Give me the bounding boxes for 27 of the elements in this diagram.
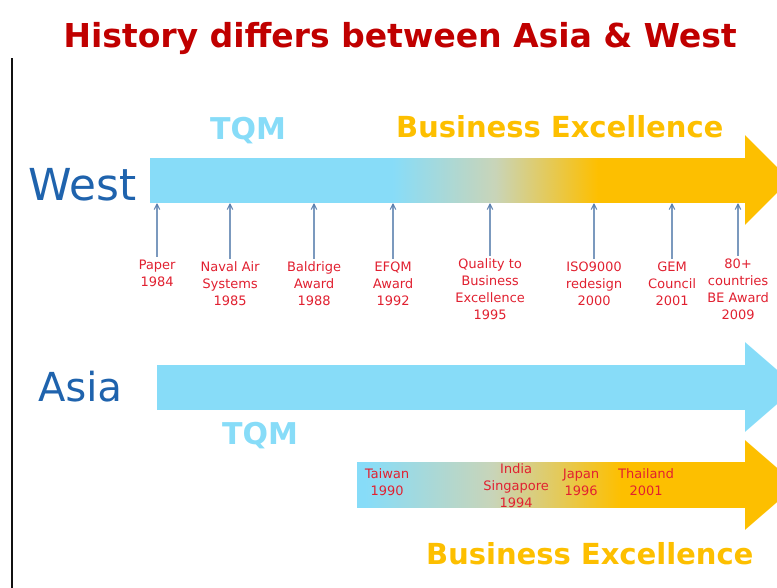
- milestone-label: Naval Air Systems 1985: [193, 260, 267, 311]
- milestone-label: India Singapore 1994: [482, 462, 550, 513]
- milestone-label: Japan 1996: [561, 467, 600, 501]
- section-label: Business Excellence: [396, 113, 724, 142]
- leader-arrow: [226, 203, 234, 259]
- section-label: Business Excellence: [426, 540, 754, 569]
- section-label: West: [28, 164, 136, 208]
- leader-arrow: [390, 203, 396, 259]
- leader-arrow: [310, 203, 318, 259]
- milestone-label: Taiwan 1990: [364, 467, 410, 501]
- leader-arrow: [590, 203, 598, 259]
- milestone-label: GEM Council 2001: [642, 260, 702, 311]
- section-label: TQM: [210, 115, 286, 145]
- leader-arrow: [154, 203, 160, 257]
- milestone-label: EFQM Award 1992: [365, 260, 421, 311]
- leader-arrow: [668, 203, 676, 259]
- leader-arrow: [486, 203, 494, 256]
- leader-arrow: [734, 203, 742, 256]
- section-label: Asia: [38, 368, 122, 408]
- section-label: TQM: [222, 420, 298, 450]
- milestone-label: Quality to Business Excellence 1995: [442, 257, 538, 325]
- milestone-label: Paper 1984: [132, 258, 182, 292]
- milestone-label: ISO9000 redesign 2000: [556, 260, 632, 311]
- title: History differs between Asia & West: [62, 16, 738, 55]
- milestone-label: Thailand 2001: [617, 467, 675, 501]
- milestone-label: 80+ countries BE Award 2009: [702, 257, 774, 325]
- milestone-label: Baldrige Award 1988: [281, 260, 347, 311]
